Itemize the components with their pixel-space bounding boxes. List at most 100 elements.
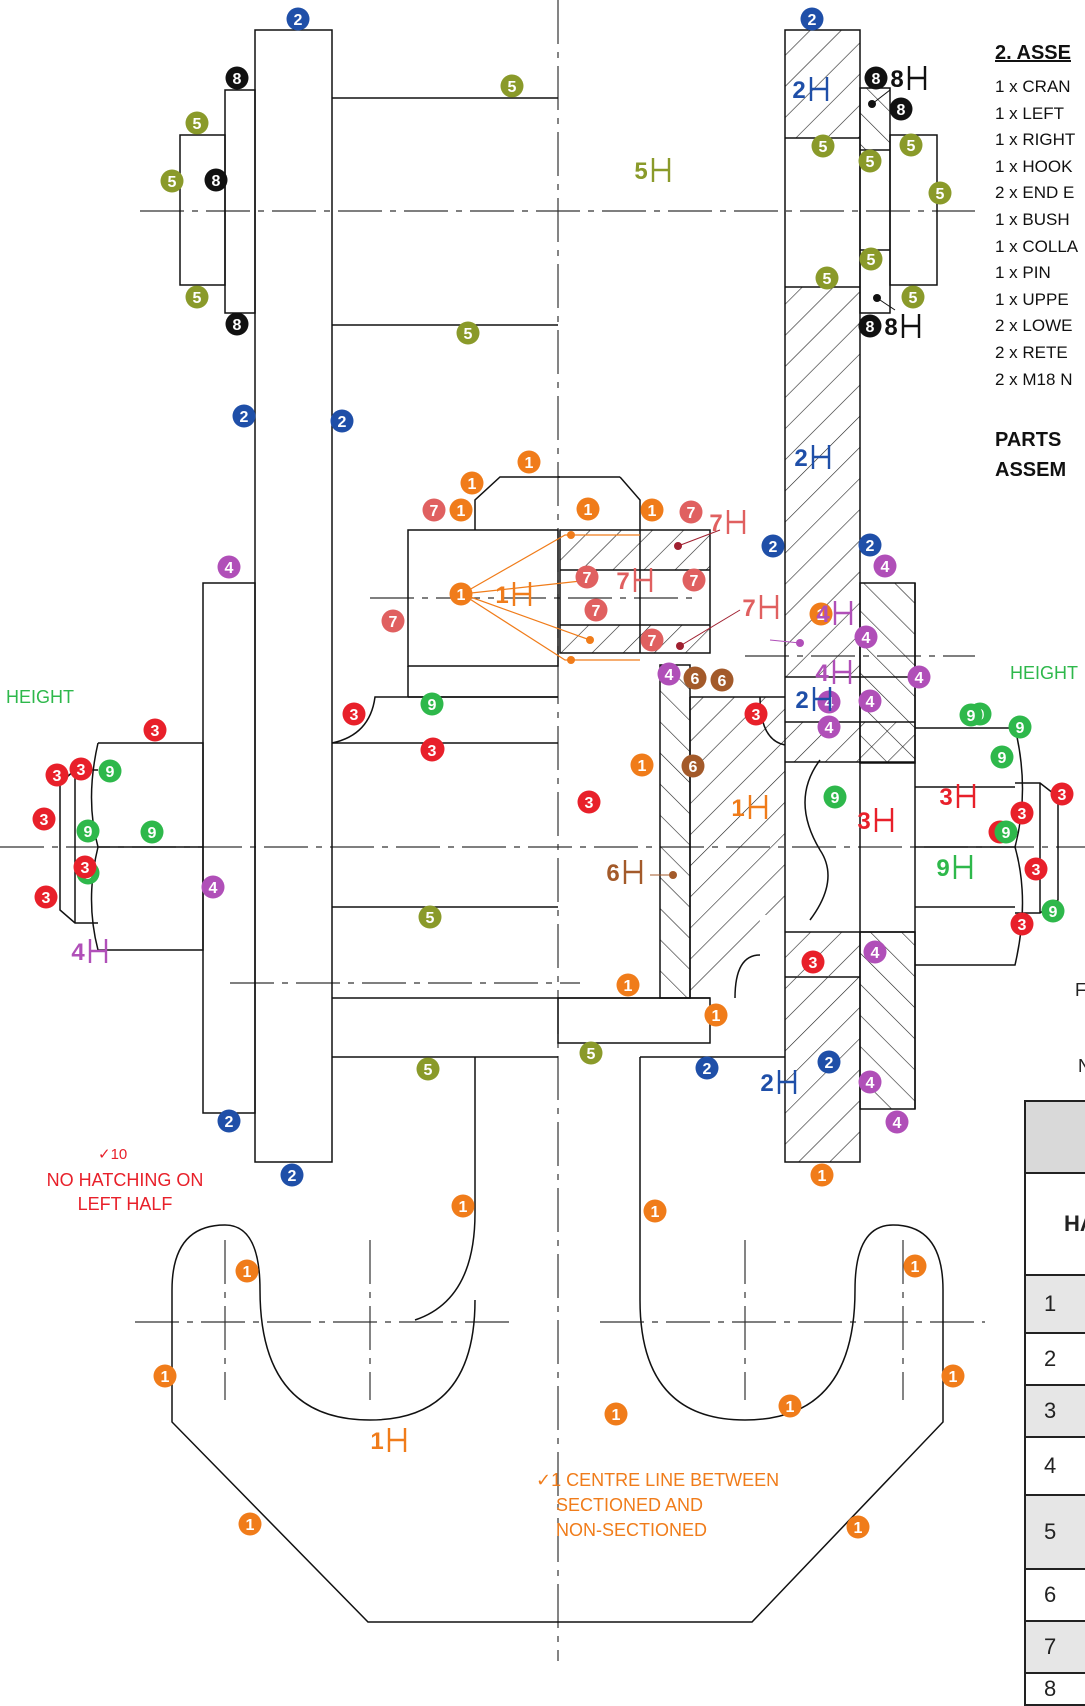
part-marker-1: 1 xyxy=(640,498,664,522)
hatch-marker-1: 1 xyxy=(731,795,768,822)
svg-text:3: 3 xyxy=(809,955,818,972)
part-marker-6: 6 xyxy=(683,666,707,690)
part-marker-7: 7 xyxy=(575,565,599,589)
part-marker-2: 2 xyxy=(761,534,785,558)
svg-text:5: 5 xyxy=(819,139,828,156)
svg-text:5: 5 xyxy=(823,271,832,288)
svg-text:9: 9 xyxy=(936,855,949,882)
part-marker-1: 1 xyxy=(460,471,484,495)
svg-text:1: 1 xyxy=(949,1369,958,1386)
height-label-left: HEIGHT xyxy=(6,687,75,707)
table-row: 2 xyxy=(1024,1332,1085,1386)
svg-text:9: 9 xyxy=(1002,825,1011,842)
part-marker-5: 5 xyxy=(418,905,442,929)
part-marker-3: 3 xyxy=(45,763,69,787)
parts-list-item: 2 x M18 N xyxy=(995,369,1073,389)
svg-text:1: 1 xyxy=(817,607,826,624)
part-marker-1: 1 xyxy=(846,1515,870,1539)
table-row: 7 xyxy=(1024,1620,1085,1674)
part-marker-7: 7 xyxy=(640,628,664,652)
stub-n: N xyxy=(1078,1056,1085,1076)
svg-text:3: 3 xyxy=(857,808,870,835)
svg-text:3: 3 xyxy=(585,795,594,812)
svg-text:1: 1 xyxy=(612,1407,621,1424)
svg-text:7: 7 xyxy=(709,510,722,537)
svg-text:9: 9 xyxy=(148,825,157,842)
part-marker-4: 4 xyxy=(863,940,887,964)
part-marker-3: 3 xyxy=(32,807,56,831)
hatch-marker-9: 9 xyxy=(936,855,973,882)
part-marker-5: 5 xyxy=(859,247,883,271)
part-marker-4: 4 xyxy=(201,875,225,899)
part-marker-9: 9 xyxy=(1008,715,1032,739)
part-marker-4: 4 xyxy=(858,1070,882,1094)
hatch-marker-5: 5 xyxy=(634,158,671,185)
svg-text:5: 5 xyxy=(587,1046,596,1063)
part-marker-1: 1 xyxy=(235,1259,259,1283)
parts-list-item: 1 x RIGHT xyxy=(995,130,1076,150)
part-marker-1: 1 xyxy=(809,602,833,626)
svg-text:8: 8 xyxy=(233,317,242,334)
hatch-marker-8: 8 xyxy=(884,314,921,341)
leader-lines xyxy=(650,89,896,876)
part-marker-3: 3 xyxy=(342,702,366,726)
svg-text:1: 1 xyxy=(648,503,657,520)
part-marker-6: 6 xyxy=(681,754,705,778)
part-marker-9: 9 xyxy=(959,703,983,727)
part-marker-1: 1 xyxy=(616,973,640,997)
hatch-marker-2: 2 xyxy=(760,1070,797,1097)
parts-heading-line: ASSEM xyxy=(995,459,1067,481)
part-marker-4: 4 xyxy=(817,715,841,739)
part-marker-5: 5 xyxy=(416,1057,440,1081)
table-row: 5 xyxy=(1024,1494,1085,1570)
part-marker-5: 5 xyxy=(579,1041,603,1065)
parts-list-item: 1 x HOOK xyxy=(995,156,1073,176)
svg-text:1: 1 xyxy=(854,1520,863,1537)
part-marker-3: 3 xyxy=(1050,782,1074,806)
svg-text:3: 3 xyxy=(428,743,437,760)
part-marker-5: 5 xyxy=(500,74,524,98)
svg-text:2: 2 xyxy=(795,687,808,714)
svg-text:3: 3 xyxy=(1018,806,1027,823)
hatch-marker-4: 4 xyxy=(71,939,108,966)
part-marker-7: 7 xyxy=(682,568,706,592)
part-marker-2: 2 xyxy=(330,409,354,433)
part-marker-8: 8 xyxy=(225,66,249,90)
part-marker-5: 5 xyxy=(160,169,184,193)
hatch-marker-2: 2 xyxy=(794,445,831,472)
table-row: 8 xyxy=(1024,1672,1085,1706)
hatch-marker-7: 7 xyxy=(616,568,653,595)
svg-text:5: 5 xyxy=(424,1062,433,1079)
part-marker-3: 3 xyxy=(73,855,97,879)
part-marker-7: 7 xyxy=(422,498,446,522)
svg-text:1: 1 xyxy=(818,1168,827,1185)
svg-text:9: 9 xyxy=(998,750,1007,767)
hatch-marker-2: 2 xyxy=(792,77,829,104)
svg-text:1: 1 xyxy=(457,587,466,604)
part-marker-1: 1 xyxy=(810,1163,834,1187)
part-marker-1: 1 xyxy=(576,497,600,521)
part-marker-9: 9 xyxy=(994,820,1018,844)
part-marker-3: 3 xyxy=(34,885,58,909)
part-marker-5: 5 xyxy=(928,181,952,205)
svg-text:7: 7 xyxy=(648,633,657,650)
svg-text:3: 3 xyxy=(40,812,49,829)
svg-text:9: 9 xyxy=(106,764,115,781)
part-marker-4: 4 xyxy=(873,554,897,578)
svg-text:5: 5 xyxy=(936,186,945,203)
svg-text:3: 3 xyxy=(939,784,952,811)
tick-10-note: ✓10 xyxy=(98,1146,128,1163)
svg-text:3: 3 xyxy=(53,768,62,785)
svg-text:3: 3 xyxy=(81,860,90,877)
svg-text:6: 6 xyxy=(689,759,698,776)
part-marker-4: 4 xyxy=(657,662,681,686)
part-outlines xyxy=(59,29,1059,1623)
svg-text:3: 3 xyxy=(1018,917,1027,934)
part-marker-7: 7 xyxy=(381,609,405,633)
note-line: SECTIONED AND xyxy=(556,1495,704,1515)
svg-text:1: 1 xyxy=(911,1259,920,1276)
hatch-marker-4: 4 xyxy=(816,601,853,628)
svg-text:3: 3 xyxy=(77,762,86,779)
svg-text:1: 1 xyxy=(246,1517,255,1534)
svg-text:5: 5 xyxy=(508,79,517,96)
